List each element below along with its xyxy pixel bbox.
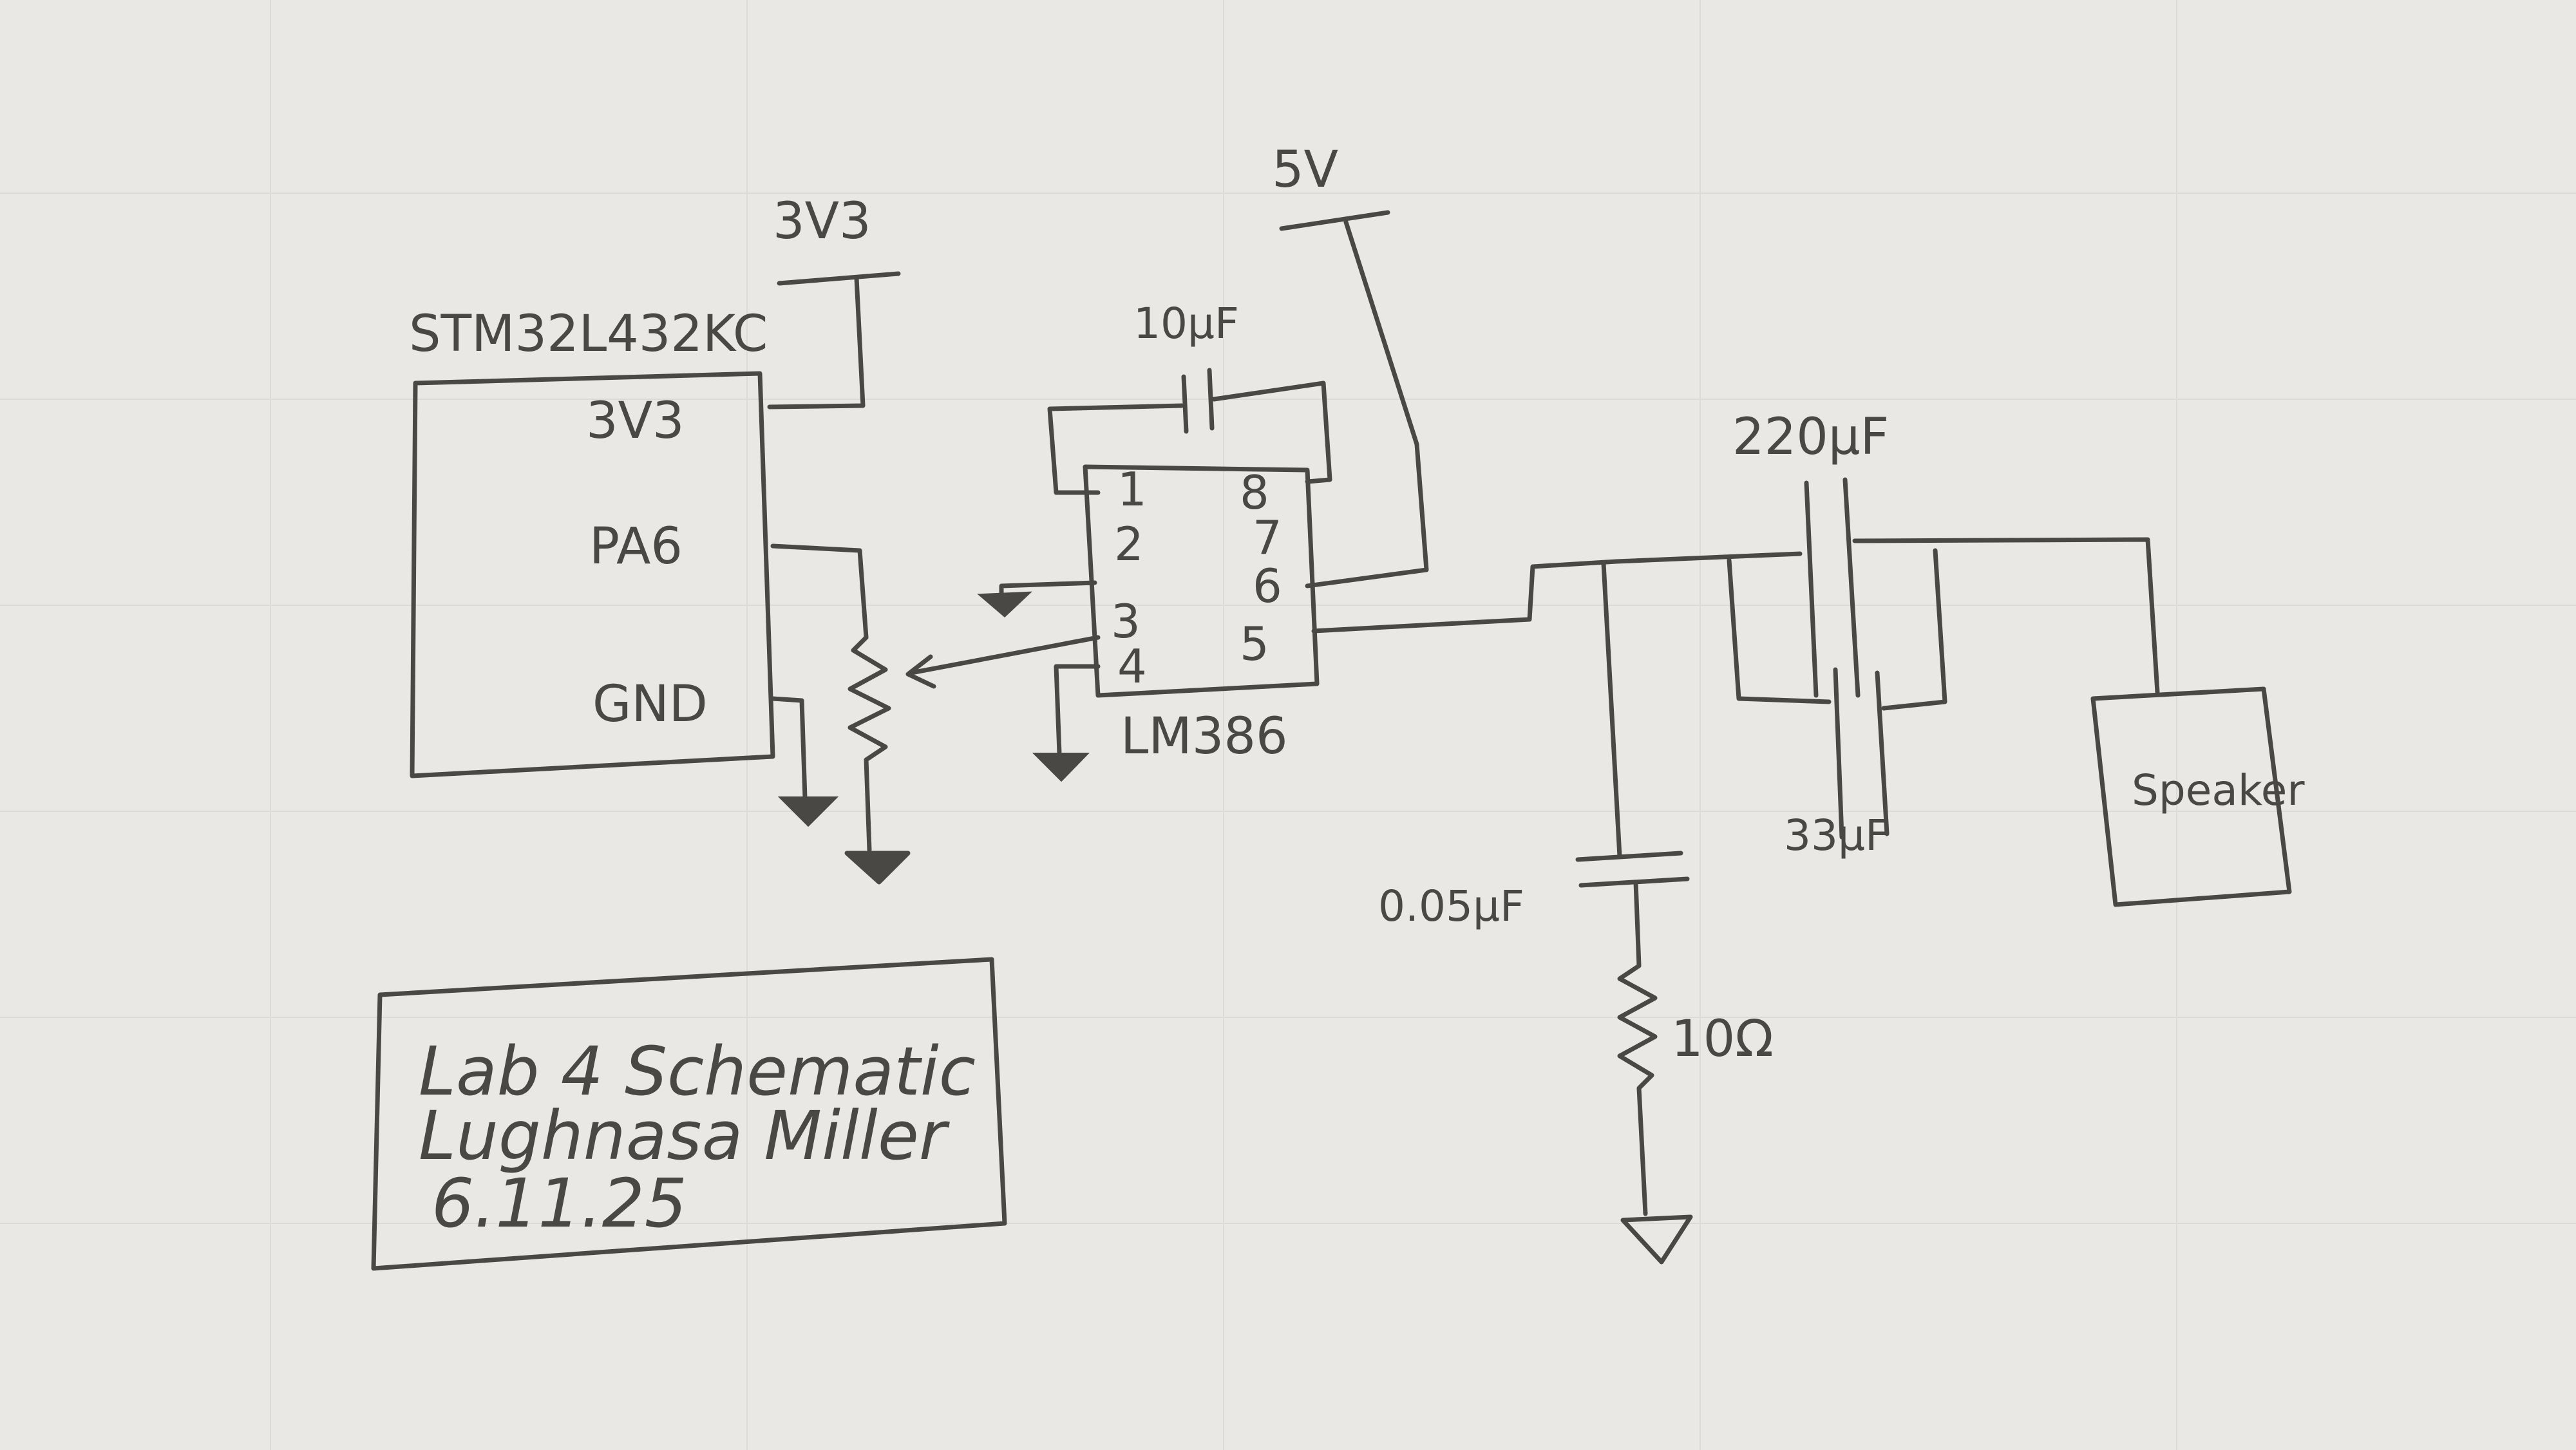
parallel-cap-wires <box>1727 548 1947 711</box>
wire-3v3 <box>767 276 866 410</box>
zobel-ground-symbol <box>1620 1214 1693 1265</box>
zobel-resistor <box>1617 880 1658 1216</box>
rail-5v-bar <box>1279 210 1390 231</box>
lm386-pin-4: 4 <box>1117 639 1147 693</box>
title-block-frame <box>371 957 1007 1271</box>
lm386-body <box>1083 464 1320 698</box>
rail-3v3-bar <box>777 271 901 286</box>
pin4-ground-symbol <box>1032 753 1090 782</box>
wire-pa6-to-pot <box>770 543 869 640</box>
wire-pin4-ground <box>1054 664 1101 756</box>
mcu-pin-gnd-label: GND <box>592 675 708 733</box>
lm386-pin-7: 7 <box>1253 511 1282 565</box>
parallel-cap-symbol <box>1833 667 1889 840</box>
potentiometer <box>848 635 891 852</box>
wire-pin5-output <box>1311 551 1803 634</box>
lm386-pin-1: 1 <box>1117 462 1147 516</box>
speaker-label: Speaker <box>2132 766 2305 815</box>
title-line-2: Lughnasa Miller <box>419 1097 951 1175</box>
output-cap-label: 220μF <box>1732 408 1889 466</box>
output-cap-symbol <box>1804 477 1861 698</box>
gain-cap-symbol <box>1181 368 1215 434</box>
zobel-res-label: 10Ω <box>1671 1010 1774 1068</box>
lm386-pin-2: 2 <box>1114 517 1144 571</box>
mcu-pin-pa6-label: PA6 <box>589 518 683 576</box>
lm386-pin-3: 3 <box>1111 594 1141 648</box>
wire-gain-cap <box>1047 381 1332 495</box>
pin2-ground-symbol <box>977 591 1032 618</box>
lm386-name-label: LM386 <box>1121 708 1288 766</box>
mcu-ground-symbol <box>777 796 839 827</box>
wire-zobel <box>1601 561 1622 859</box>
lm386-pin-6: 6 <box>1253 559 1282 613</box>
wire-pin2-ground <box>999 580 1097 598</box>
mcu-body <box>410 371 775 778</box>
mcu-pin-3v3-label: 3V3 <box>586 392 685 450</box>
rail-3v3-label: 3V3 <box>773 193 871 250</box>
title-line-1: Lab 4 Schematic <box>419 1032 976 1111</box>
lm386-pin-5: 5 <box>1240 617 1269 671</box>
pot-ground-fill <box>850 855 905 880</box>
parallel-cap-label: 33μF <box>1784 811 1889 860</box>
wire-5v <box>1305 220 1429 588</box>
wire-mcu-gnd <box>770 696 808 801</box>
mcu-name-label: STM32L432KC <box>409 305 768 363</box>
title-line-3: 6.11.25 <box>431 1164 687 1243</box>
gain-cap-label: 10μF <box>1133 299 1239 348</box>
speaker-body <box>2090 686 2292 907</box>
rail-5v-label: 5V <box>1272 141 1338 199</box>
pot-wiper-arrow <box>905 635 1101 689</box>
zobel-cap-label: 0.05μF <box>1378 881 1524 931</box>
wire-to-speaker <box>1852 537 2160 695</box>
pot-ground-symbol <box>844 851 911 885</box>
lm386-pin-8: 8 <box>1240 466 1269 520</box>
